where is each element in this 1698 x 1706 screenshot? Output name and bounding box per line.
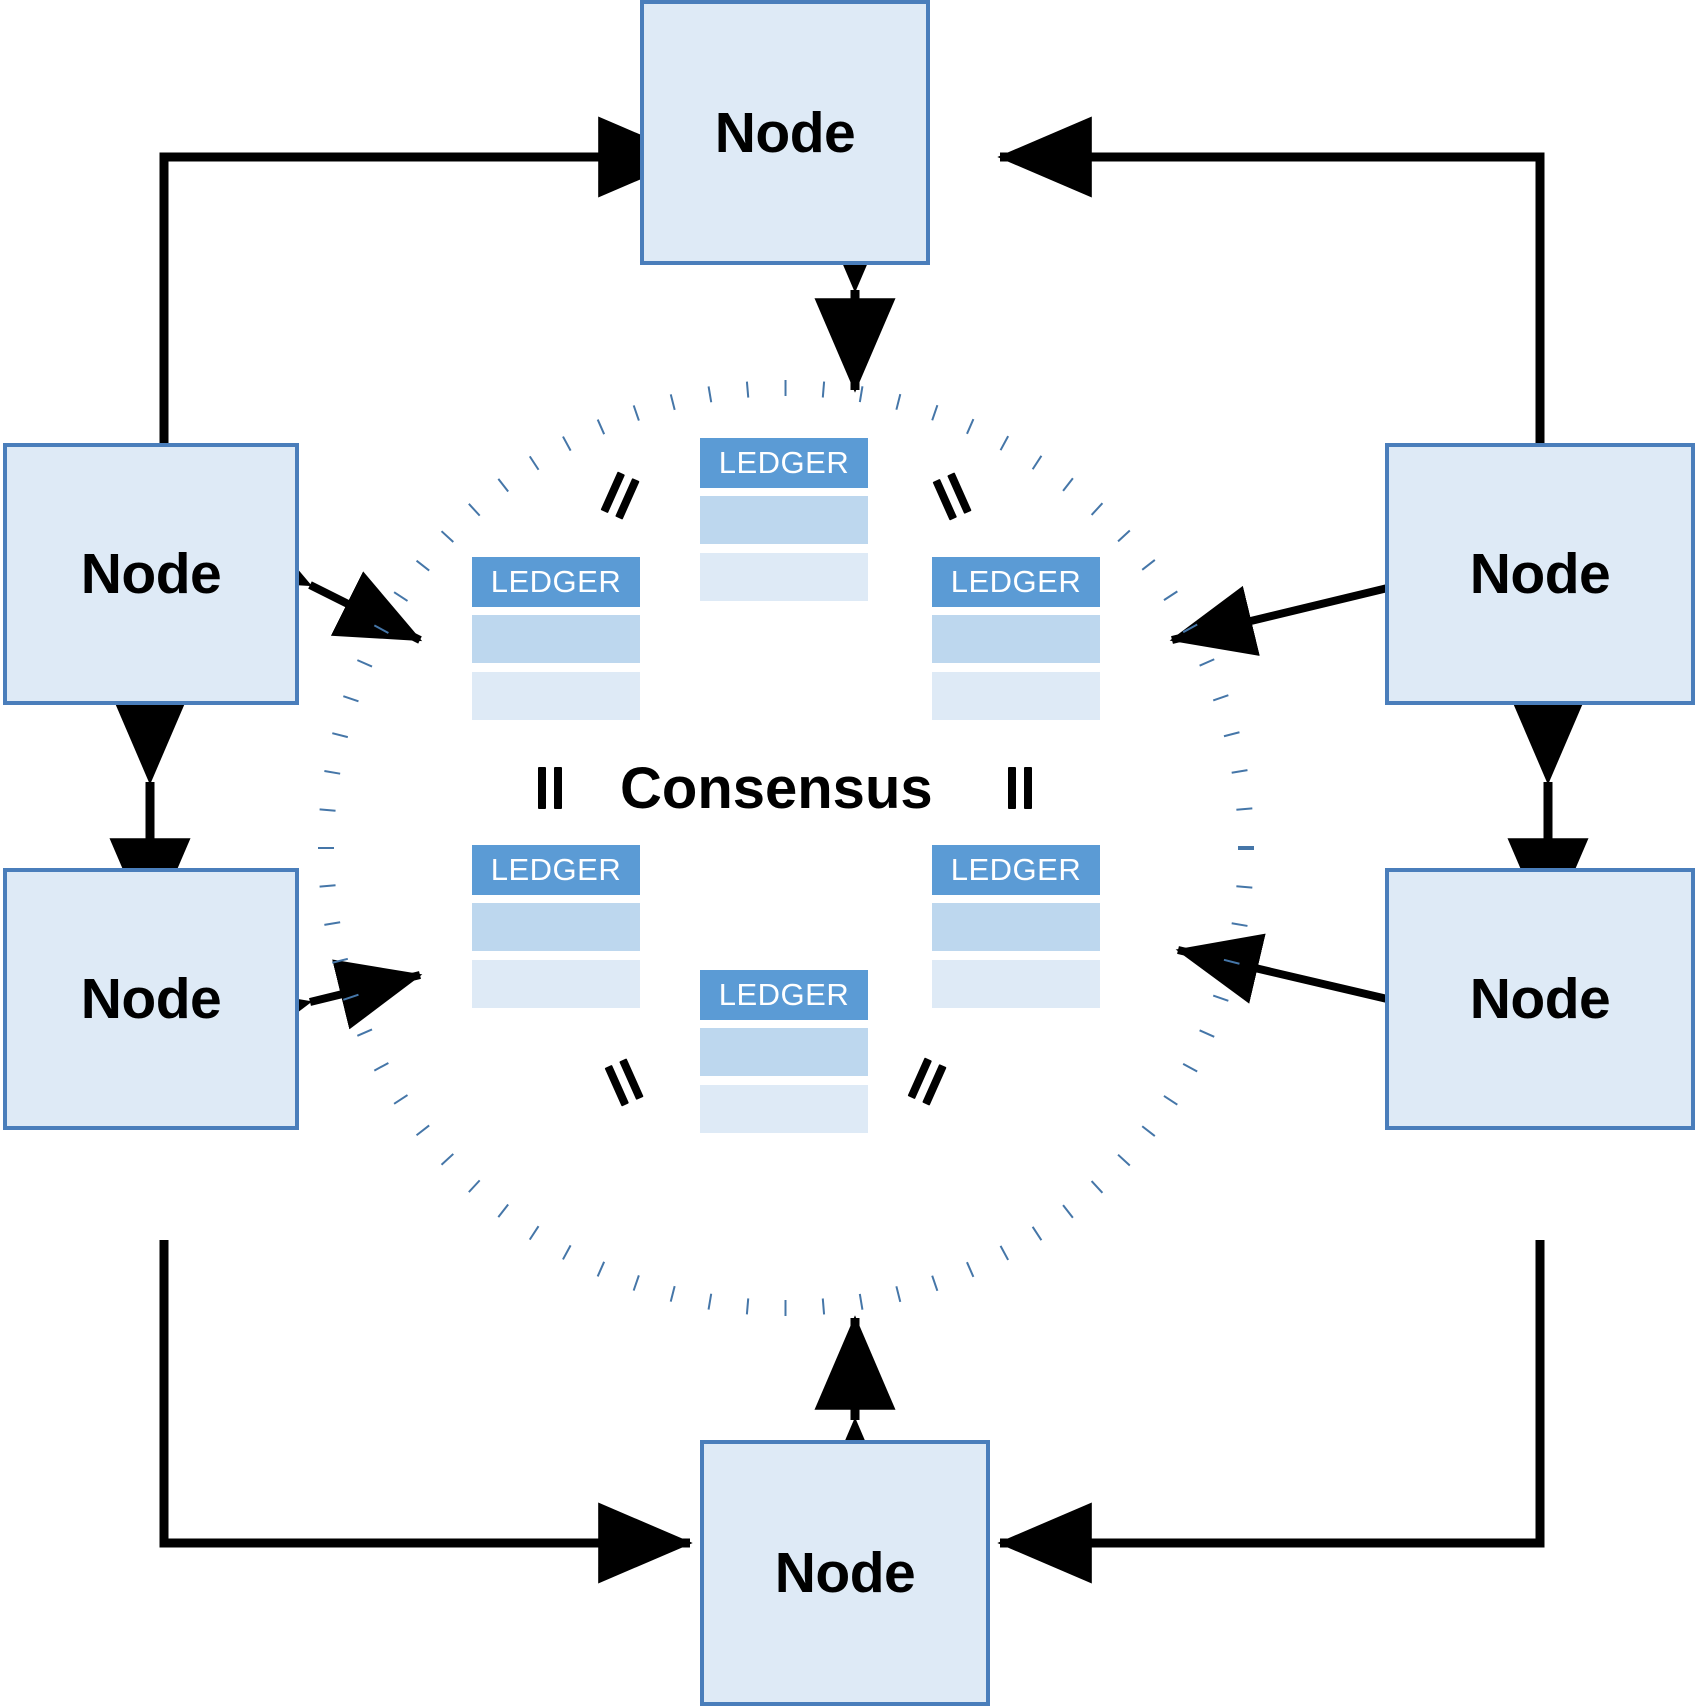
node-right-upper[interactable]: Node [1385, 443, 1695, 705]
ledger-lower-right-row-2 [932, 960, 1100, 1008]
arrow-leftupper-to-top [159, 116, 693, 480]
outer-ring-connectors [109, 116, 1589, 1584]
ledger-upper-right-row-1 [932, 615, 1100, 663]
arrow-rightupper-to-top [997, 116, 1545, 480]
node-left-upper[interactable]: Node [3, 443, 299, 705]
node-left-lower[interactable]: Node [3, 868, 299, 1130]
arrow-leftlower-to-consensus [222, 959, 423, 1057]
consensus-circle [318, 380, 1254, 1316]
node-top[interactable]: Node [640, 0, 930, 265]
ledger-bottom-row-1 [700, 1028, 868, 1076]
node-top-label: Node [714, 100, 856, 165]
arrow-leftlower-to-bottom [159, 1240, 693, 1584]
node-right-upper-label: Node [1469, 542, 1611, 606]
ledger-upper-left-row-2 [472, 672, 640, 720]
ledger-lower-right-row-1 [932, 903, 1100, 951]
equals-mark-middle-left [528, 765, 574, 811]
ledger-bottom-row-2 [700, 1085, 868, 1133]
ledger-upper-left-header: LEDGER [472, 557, 640, 607]
consensus-label: Consensus [620, 756, 933, 821]
node-right-lower-label: Node [1469, 967, 1611, 1031]
node-left-upper-label: Node [80, 542, 222, 606]
ledger-top[interactable]: LEDGER [700, 438, 868, 601]
equals-mark-middle-right [998, 765, 1044, 811]
ledger-lower-right[interactable]: LEDGER [932, 845, 1100, 1008]
ledger-upper-right-row-2 [932, 672, 1100, 720]
ledger-lower-left[interactable]: LEDGER [472, 845, 640, 1008]
ledger-bottom[interactable]: LEDGER [700, 970, 868, 1133]
ledger-bottom-header: LEDGER [700, 970, 868, 1020]
arrow-rightlower-to-consensus [1175, 933, 1488, 1056]
node-bottom[interactable]: Node [700, 1440, 990, 1706]
node-right-lower[interactable]: Node [1385, 868, 1695, 1130]
ledger-top-header: LEDGER [700, 438, 868, 488]
ledger-lower-left-row-2 [472, 960, 640, 1008]
ledger-lower-right-header: LEDGER [932, 845, 1100, 895]
ledger-upper-left[interactable]: LEDGER [472, 557, 640, 720]
ledger-upper-right-header: LEDGER [932, 557, 1100, 607]
ledger-lower-left-row-1 [472, 903, 640, 951]
inner-diagonal-connectors [220, 516, 1488, 1057]
arrow-leftupper-to-consensus [220, 516, 423, 644]
ledger-lower-left-header: LEDGER [472, 845, 640, 895]
ledger-upper-left-row-1 [472, 615, 640, 663]
node-left-lower-label: Node [80, 967, 222, 1031]
ledger-top-row-1 [700, 496, 868, 544]
ledger-upper-right[interactable]: LEDGER [932, 557, 1100, 720]
arrow-rightupper-to-consensus [1169, 530, 1488, 656]
node-bottom-label: Node [774, 1541, 916, 1605]
ledger-top-row-2 [700, 553, 868, 601]
arrow-rightlower-to-bottom [997, 1240, 1545, 1584]
